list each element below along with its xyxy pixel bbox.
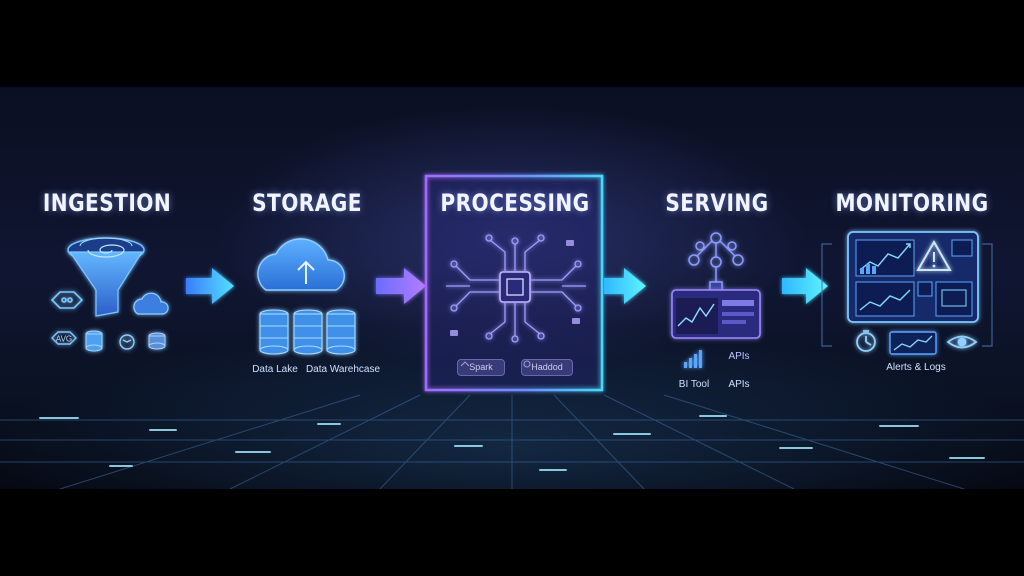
arrow-right-icon (604, 268, 646, 304)
funnel-icon (67, 237, 145, 317)
timer-icon (856, 330, 876, 352)
tool-badge-spark: Spark (457, 359, 505, 376)
badge-icon (51, 331, 77, 345)
arrow-right-icon (376, 268, 426, 304)
arrow-right-icon (782, 268, 828, 304)
storage-caption-data-warehouse: Data Warehcase (305, 364, 381, 375)
stage-title-storage: STORAGE (252, 189, 362, 217)
hierarchy-icon (50, 291, 84, 309)
monitoring-bracket (821, 243, 993, 347)
trend-chart-icon (889, 331, 937, 355)
storage-caption-data-lake: Data Lake (252, 364, 298, 375)
monitoring-caption-alerts-logs: Alerts & Logs (886, 362, 946, 373)
stack-icon (148, 332, 166, 350)
ingestion-badge: AVG (56, 335, 72, 344)
floor-circuit-lines (0, 394, 1024, 489)
node-icon (450, 240, 580, 336)
tool-logo-icon (460, 360, 531, 368)
pipeline-diagram: AVG (0, 87, 1024, 489)
database-icon (85, 330, 103, 352)
alert-icon (916, 239, 952, 271)
stage-title-ingestion: INGESTION (42, 189, 172, 217)
cloud-icon (133, 292, 169, 315)
chip-icon (446, 234, 586, 343)
dashboard-icon (671, 289, 761, 339)
stage-title-monitoring: MONITORING (835, 189, 989, 217)
dashboard-icon (847, 231, 979, 323)
serving-caption-apis: APIs (728, 379, 750, 390)
floor-light-streaks (39, 415, 985, 471)
serving-caption-apis-top: APIs (728, 351, 750, 362)
tool-badge-hadoop: Haddod (521, 359, 573, 376)
stream-icon (119, 334, 135, 350)
stage-title-processing: PROCESSING (440, 189, 590, 217)
eye-icon (946, 335, 978, 349)
bar-chart-icon (684, 350, 702, 368)
arrow-right-icon (186, 268, 234, 304)
database-icon (259, 309, 356, 355)
serving-caption-bi-tool: BI Tool (678, 379, 710, 390)
stage-title-serving: SERVING (665, 189, 769, 217)
diagram-graphics: AVG (0, 174, 1024, 489)
cloud-icon (257, 238, 345, 291)
hierarchy-icon (688, 232, 744, 291)
